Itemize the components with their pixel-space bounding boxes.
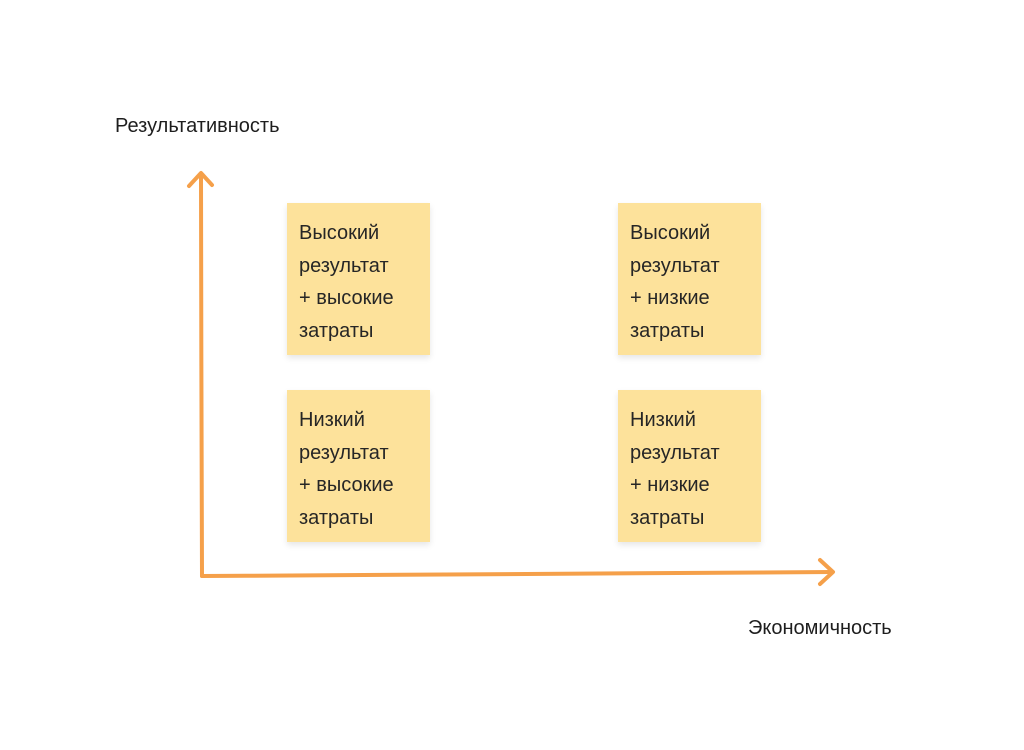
- x-axis-line: [200, 570, 834, 578]
- y-axis-arrowhead: [187, 171, 214, 188]
- note-line: + высокие: [299, 474, 394, 496]
- quadrant-high-result-low-cost: Высокий результат + низкие затраты: [618, 203, 761, 355]
- note-line: затраты: [299, 506, 374, 529]
- note-line: затраты: [630, 319, 705, 342]
- note-line: Низкий: [299, 409, 365, 431]
- note-line: + низкие: [630, 474, 710, 496]
- note-line: затраты: [299, 319, 374, 342]
- quadrant-high-result-high-cost: Высокий результат + высокие затраты: [287, 203, 430, 355]
- y-axis-label: Результативность: [115, 115, 280, 137]
- note-line: результат: [630, 441, 720, 464]
- note-line: результат: [299, 254, 389, 277]
- note-line: результат: [299, 441, 389, 464]
- quadrant-low-result-high-cost: Низкий результат + высокие затраты: [287, 390, 430, 542]
- x-axis-label: Экономичность: [748, 617, 892, 639]
- quadrant-low-result-low-cost: Низкий результат + низкие затраты: [618, 390, 761, 542]
- note-line: Высокий: [299, 222, 380, 244]
- note-line: затраты: [630, 506, 705, 529]
- y-axis-line: [199, 174, 204, 578]
- note-line: + высокие: [299, 287, 394, 309]
- note-line: Высокий: [630, 222, 711, 244]
- note-line: Низкий: [630, 409, 696, 431]
- note-line: + низкие: [630, 287, 710, 309]
- note-line: результат: [630, 254, 720, 277]
- x-axis-arrowhead: [818, 558, 835, 586]
